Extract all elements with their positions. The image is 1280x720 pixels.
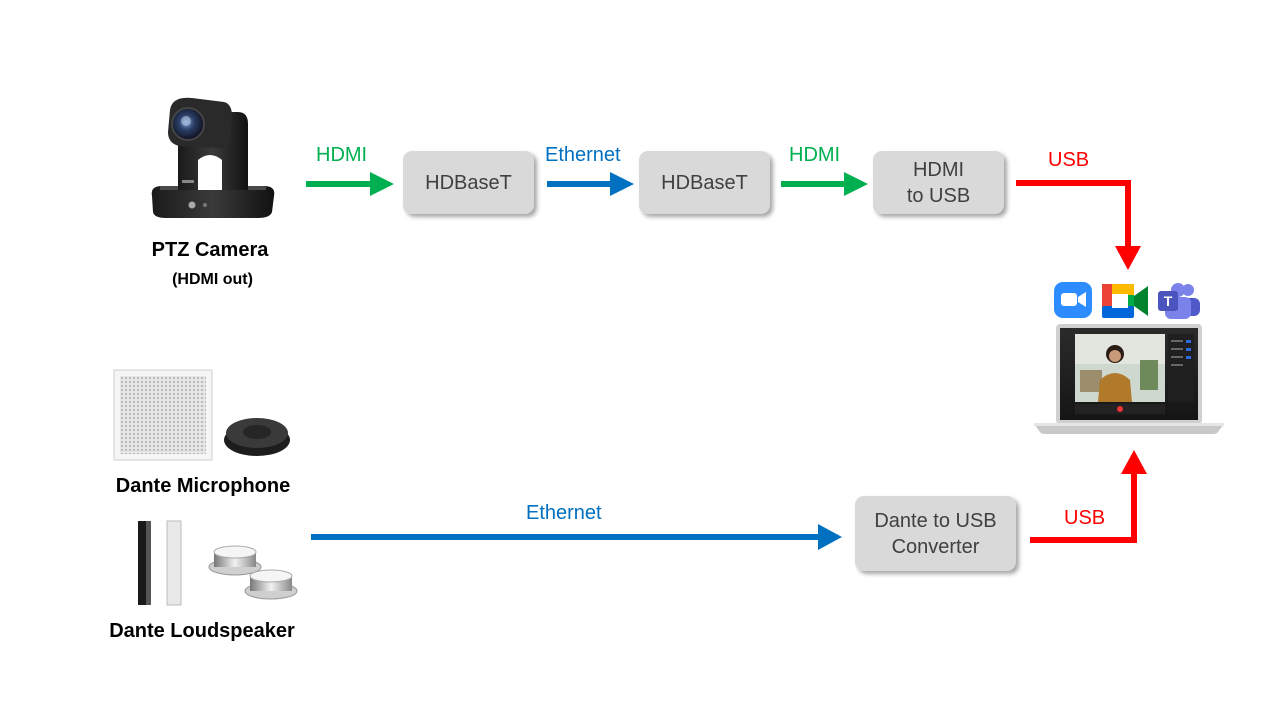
hdbaset-transmitter-box: HDBaseT: [403, 151, 534, 214]
laptop-image: [1034, 324, 1224, 434]
ptz-camera-label: PTZ Camera: [151, 239, 269, 261]
ethernet-arrow-2: [311, 524, 842, 550]
dante-loudspeaker-image: [138, 520, 298, 606]
usb-arrow-top: [1016, 180, 1141, 270]
usb-label-top: USB: [1048, 149, 1090, 171]
hdmi-to-usb-box: HDMI to USB: [873, 151, 1004, 214]
ethernet-label-2: Ethernet: [526, 502, 602, 524]
microsoft-teams-icon: T: [1158, 283, 1200, 319]
dante-to-usb-converter-box: Dante to USB Converter: [855, 496, 1016, 571]
hdmi-arrow-1: [306, 172, 394, 196]
ptz-camera-sublabel: (HDMI out): [172, 271, 253, 288]
dante-loudspeaker-label: Dante Loudspeaker: [109, 620, 295, 642]
ptz-camera-image: [151, 97, 275, 218]
dante-microphone-image: [113, 369, 290, 461]
dante-microphone-label: Dante Microphone: [115, 475, 291, 497]
ethernet-arrow-1: [547, 172, 634, 196]
hdbaset-receiver-box: HDBaseT: [639, 151, 770, 214]
zoom-icon: [1054, 282, 1092, 318]
google-meet-icon: [1102, 284, 1148, 318]
svg-text:T: T: [1164, 293, 1173, 309]
hdmi-label-2: HDMI: [789, 144, 841, 166]
usb-label-bottom: USB: [1064, 507, 1106, 529]
usb-arrow-bottom: [1030, 450, 1147, 543]
hdmi-arrow-2: [781, 172, 868, 196]
ethernet-label-1: Ethernet: [545, 144, 621, 166]
hdmi-label-1: HDMI: [316, 144, 368, 166]
